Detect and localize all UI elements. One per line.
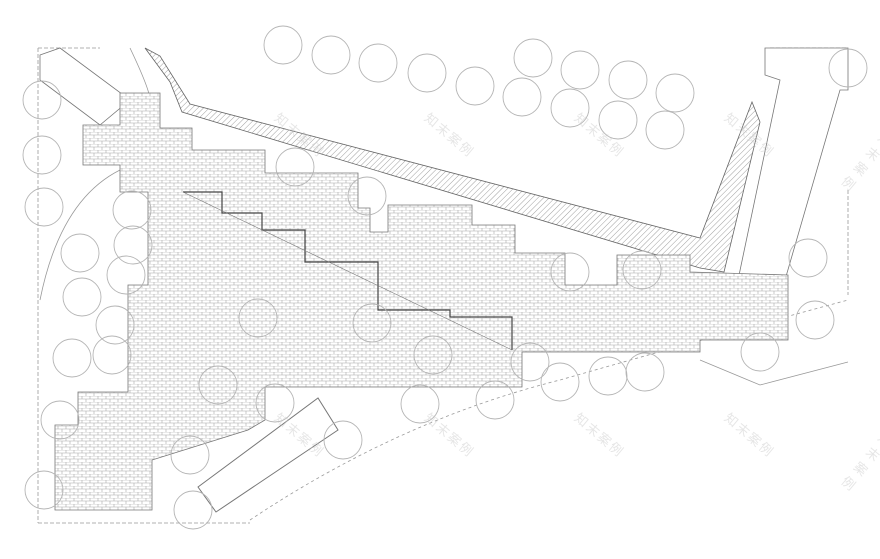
paved-plaza — [54, 92, 789, 511]
tree-icon — [588, 356, 628, 396]
tree-icon — [795, 300, 835, 340]
tree-icon — [170, 435, 210, 475]
tree-icon — [95, 305, 135, 345]
right-walkway — [737, 47, 849, 281]
tree-icon — [52, 338, 92, 378]
tree-icon — [92, 335, 132, 375]
tree-icon — [238, 298, 278, 338]
tree-icon — [560, 50, 600, 90]
tree-icon — [625, 352, 665, 392]
tree-icon — [645, 110, 685, 150]
tree-icon — [608, 60, 648, 100]
tree-icon — [40, 400, 80, 440]
tree-icon — [275, 147, 315, 187]
top-left-walkway — [39, 47, 131, 126]
tree-icon — [475, 380, 515, 420]
hatched-retaining-wall — [144, 47, 761, 273]
tree-icon — [60, 233, 100, 273]
tree-icon — [113, 225, 153, 265]
tree-icon — [352, 303, 392, 343]
tree-icon — [22, 80, 62, 120]
tree-icon — [400, 384, 440, 424]
tree-icon — [788, 238, 828, 278]
tree-icon — [173, 490, 213, 530]
tree-icon — [655, 73, 695, 113]
tree-icon — [106, 255, 146, 295]
tree-icon — [413, 335, 453, 375]
tree-icon — [311, 35, 351, 75]
tree-icon — [62, 277, 102, 317]
tree-icon — [550, 252, 590, 292]
tree-icon — [22, 135, 62, 175]
tree-icon — [323, 420, 363, 460]
tree-icon — [24, 470, 64, 510]
tree-icon — [740, 332, 780, 372]
tree-icon — [510, 342, 550, 382]
stair-diagonal — [182, 191, 513, 351]
tree-icon — [455, 66, 495, 106]
tree-icon — [550, 88, 590, 128]
trees — [22, 25, 868, 530]
stairs — [183, 191, 513, 350]
tree-icon — [347, 176, 387, 216]
tree-icon — [502, 77, 542, 117]
tree-icon — [540, 362, 580, 402]
tree-icon — [598, 100, 638, 140]
tree-icon — [622, 250, 662, 290]
tree-icon — [198, 365, 238, 405]
tree-icon — [828, 48, 868, 88]
tree-icon — [24, 187, 64, 227]
tree-icon — [513, 38, 553, 78]
pavilion-building — [197, 397, 339, 513]
tree-icon — [255, 383, 295, 423]
tree-icon — [112, 190, 152, 230]
tree-icon — [263, 25, 303, 65]
tree-icon — [407, 53, 447, 93]
tree-icon — [358, 43, 398, 83]
